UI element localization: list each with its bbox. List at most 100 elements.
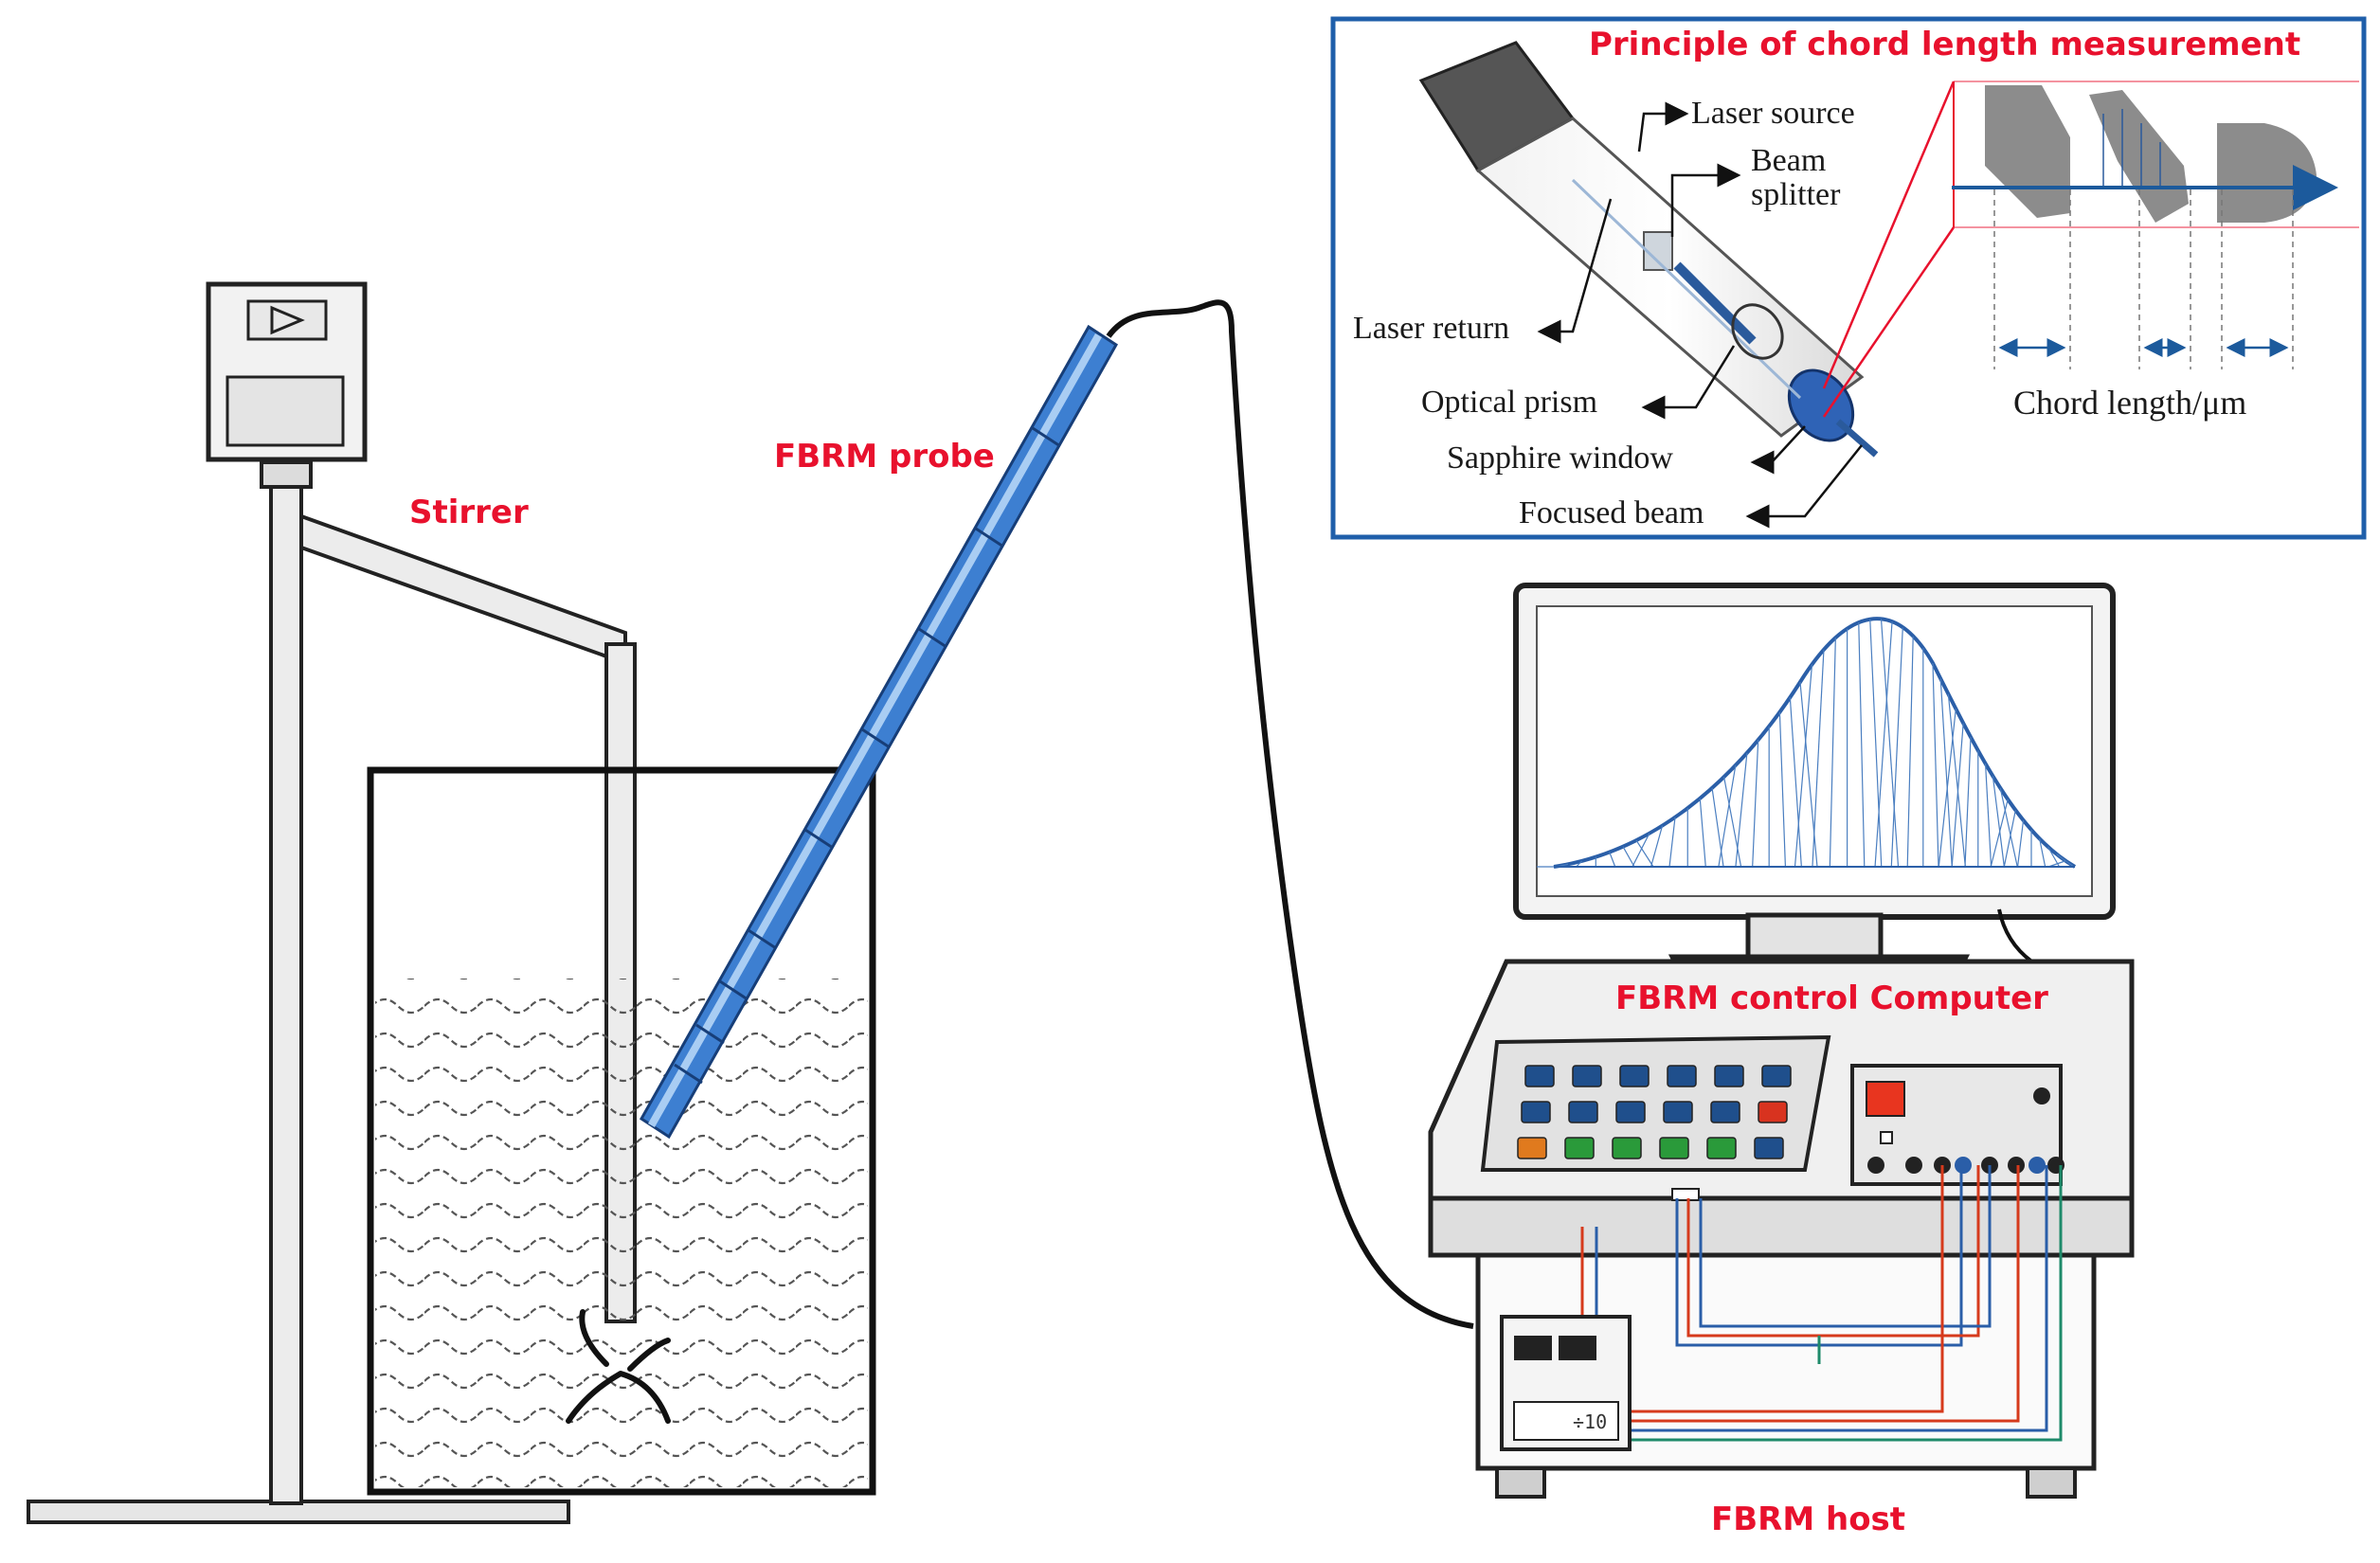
stand-collar — [260, 460, 313, 489]
curve-hatching — [1537, 619, 2075, 868]
host-readout: ÷10 — [1573, 1410, 1607, 1433]
keypad-key[interactable] — [1714, 1065, 1744, 1087]
hatch-line — [1789, 697, 1802, 868]
hatch-line — [1576, 860, 1583, 868]
probe-label: FBRM probe — [774, 438, 995, 476]
fbrm-probe — [640, 324, 1118, 1140]
hatch-line — [1999, 787, 2018, 868]
keypad-key[interactable] — [1612, 1137, 1642, 1159]
hatch-line — [1722, 777, 1742, 868]
hatch-line — [1880, 619, 1900, 868]
hatch-line — [2016, 819, 2025, 868]
keypad-key[interactable] — [1521, 1101, 1551, 1123]
keypad-key[interactable] — [1619, 1065, 1650, 1087]
console-ledge — [1428, 1195, 2135, 1258]
laser-return-leader — [1537, 198, 1613, 344]
keypad-key[interactable] — [1754, 1137, 1784, 1159]
wiring — [1580, 1165, 2063, 1442]
hatch-line — [1947, 693, 1966, 868]
hatch-line — [1906, 636, 1914, 868]
keypad-key[interactable] — [1659, 1137, 1689, 1159]
optical-prism-label: Optical prism — [1421, 385, 1597, 420]
hatch-line — [1939, 678, 1953, 868]
hatch-line — [1711, 787, 1724, 868]
keypad-key[interactable] — [1524, 1065, 1555, 1087]
control-console: ÷10 — [1428, 959, 2135, 1499]
jack-socket[interactable] — [1867, 1157, 1884, 1174]
hatch-line — [1718, 764, 1737, 868]
keypad-key[interactable] — [1761, 1065, 1792, 1087]
keypad-key[interactable] — [1615, 1101, 1646, 1123]
hatch-line — [1951, 723, 1964, 868]
hatch-line — [2003, 810, 2016, 868]
hatch-line — [1874, 621, 1893, 868]
keypad-key[interactable] — [1758, 1101, 1788, 1123]
chord-length-label: Chord length/μm — [2013, 384, 2246, 422]
particle-3 — [2217, 123, 2317, 223]
keypad-key[interactable] — [1517, 1137, 1547, 1159]
probe-highlight — [648, 333, 1102, 1127]
hatch-line — [1829, 638, 1836, 868]
inset-probe-tube — [1475, 117, 1865, 438]
stand-pole — [269, 476, 303, 1505]
hatch-line — [1752, 740, 1759, 868]
host-sub-panel — [1513, 1401, 1619, 1441]
beam-splitter-leader — [1670, 163, 1741, 237]
hatch-line — [1964, 737, 1972, 868]
hatch-line — [1932, 662, 1939, 868]
keypad-key[interactable] — [1663, 1101, 1693, 1123]
hatch-line — [1890, 627, 1903, 868]
hatch-line — [1778, 711, 1787, 868]
host-label: FBRM host — [1711, 1500, 1905, 1538]
chord-principle-inset: Principle of chord length measurement La… — [1330, 16, 2367, 540]
stirrer-label: Stirrer — [409, 494, 529, 531]
reflection-rays — [2102, 109, 2161, 188]
hatch-line — [1812, 649, 1825, 868]
red-indicator — [1866, 1081, 1905, 1117]
keypad-key[interactable] — [1568, 1101, 1598, 1123]
hatch-line — [1635, 839, 1654, 868]
inset-probe — [1418, 41, 1879, 458]
keypad-key[interactable] — [1706, 1137, 1737, 1159]
jack-socket[interactable] — [1955, 1157, 1972, 1174]
host-display-1 — [1514, 1336, 1552, 1360]
hatch-line — [1858, 622, 1866, 868]
probe-segments — [674, 426, 1061, 1085]
zoom-line-top — [1822, 81, 1956, 389]
motor-display — [246, 299, 328, 341]
optical-prism-leader — [1641, 345, 1736, 420]
sapphire-window-leader — [1750, 425, 1806, 475]
internal-beam — [1571, 178, 1802, 400]
hatch-line — [1622, 846, 1635, 868]
internal-beam-2 — [1673, 261, 1757, 345]
chord-guides — [1993, 189, 2294, 369]
hatch-line — [1794, 664, 1813, 868]
play-icon — [270, 305, 305, 335]
optical-prism-ring — [1731, 303, 1784, 360]
hatch-line — [1869, 619, 1883, 868]
jack-socket[interactable] — [1905, 1157, 1922, 1174]
power-knob[interactable] — [2033, 1087, 2050, 1105]
keypad-buttons — [1517, 1065, 1792, 1159]
keypad-key[interactable] — [1572, 1065, 1602, 1087]
laser-source-leader — [1637, 101, 1689, 153]
jack-socket[interactable] — [2028, 1157, 2046, 1174]
monitor-neck — [1745, 912, 1884, 963]
motor-panel — [225, 375, 345, 447]
jack-socket[interactable] — [2008, 1157, 2025, 1174]
hatch-line — [1990, 799, 2009, 868]
hatch-line — [1938, 709, 1956, 868]
hatch-line — [1632, 833, 1650, 868]
computer-label: FBRM control Computer — [1615, 979, 2048, 1017]
keypad-key[interactable] — [1710, 1101, 1740, 1123]
particle-1 — [1985, 85, 2070, 218]
stirrer-arm — [299, 513, 627, 666]
hatch-line — [1699, 798, 1706, 868]
sapphire-window-label: Sapphire window — [1447, 440, 1673, 476]
keypad-key[interactable] — [1667, 1065, 1697, 1087]
distribution-curve — [1553, 617, 2077, 869]
hatch-line — [1650, 825, 1664, 868]
probe-cable — [1106, 299, 1474, 1329]
hatch-line — [1735, 752, 1748, 868]
keypad-key[interactable] — [1564, 1137, 1595, 1159]
